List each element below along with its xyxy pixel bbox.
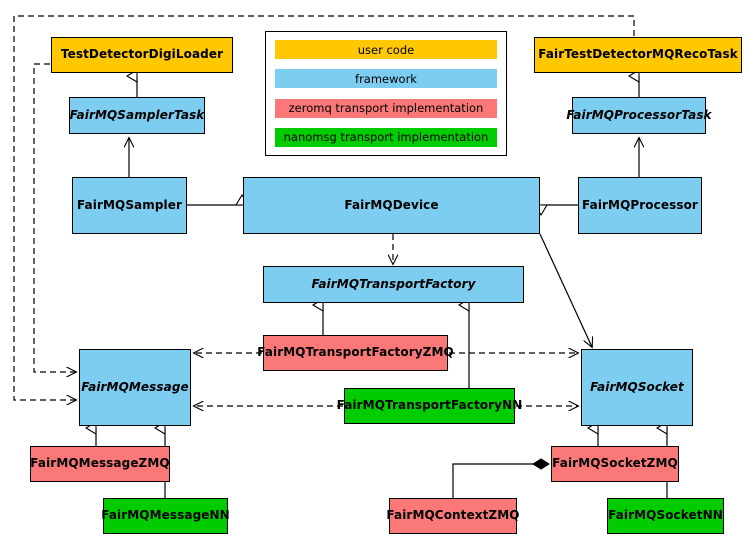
legend-label: zeromq transport implementation (288, 101, 484, 116)
legend: user code framework zeromq transport imp… (265, 31, 507, 156)
node-fairmqtransportfactorynn[interactable]: FairMQTransportFactoryNN (337, 388, 522, 424)
node-fairmqcontextzmq[interactable]: FairMQContextZMQ (386, 498, 520, 534)
legend-item-nanomsg: nanomsg transport implementation (275, 127, 497, 147)
node-fairmqsamplertask[interactable]: FairMQSamplerTask (69, 97, 205, 134)
node-fairtestdetectormqrecotask[interactable]: FairTestDetectorMQRecoTask (534, 37, 742, 73)
legend-label: nanomsg transport implementation (283, 130, 489, 145)
edge-contextzmq-socketzmq (452, 458, 550, 498)
node-label: FairMQTransportFactory (311, 276, 476, 291)
node-fairmqmessage[interactable]: FairMQMessage (79, 349, 191, 426)
node-fairmqtransportfactoryzmq[interactable]: FairMQTransportFactoryZMQ (257, 335, 454, 371)
node-testdetectordigiloader[interactable]: TestDetectorDigiLoader (51, 37, 233, 73)
legend-item-zeromq: zeromq transport implementation (275, 98, 497, 118)
node-label: TestDetectorDigiLoader (60, 47, 224, 62)
edge-device-socket (539, 233, 592, 347)
node-label: FairMQSocketNN (608, 508, 723, 523)
legend-item-user-code: user code (275, 40, 497, 59)
node-label: FairMQProcessorTask (566, 107, 712, 122)
node-label: FairMQSocketZMQ (552, 456, 678, 471)
legend-label: user code (357, 42, 415, 57)
legend-item-framework: framework (275, 69, 497, 89)
node-label: FairMQSampler (76, 197, 183, 212)
node-fairmqtransportfactory[interactable]: FairMQTransportFactory (263, 266, 524, 303)
node-fairmqprocessor[interactable]: FairMQProcessor (578, 177, 702, 234)
node-fairmqsampler[interactable]: FairMQSampler (72, 177, 187, 234)
node-label: FairMQDevice (344, 197, 439, 212)
node-label: FairMQMessageZMQ (30, 456, 170, 471)
node-label: FairMQMessageNN (101, 508, 230, 523)
node-fairmqmessagezmq[interactable]: FairMQMessageZMQ (30, 446, 170, 482)
node-label: FairMQProcessor (582, 197, 698, 212)
node-label: FairMQTransportFactoryNN (336, 398, 523, 413)
node-fairmqdevice[interactable]: FairMQDevice (243, 177, 540, 234)
node-label: FairMQContextZMQ (386, 508, 520, 523)
node-label: FairMQTransportFactoryZMQ (257, 345, 454, 360)
node-fairmqprocessortask[interactable]: FairMQProcessorTask (566, 97, 712, 134)
node-fairmqmessagenn[interactable]: FairMQMessageNN (101, 498, 230, 534)
node-label: FairMQSamplerTask (69, 107, 205, 122)
node-label: FairMQMessage (81, 379, 189, 394)
node-label: FairMQSocket (590, 379, 684, 394)
node-fairmqsocket[interactable]: FairMQSocket (581, 349, 693, 426)
node-fairmqsocketnn[interactable]: FairMQSocketNN (607, 498, 724, 534)
node-label: FairTestDetectorMQRecoTask (538, 47, 738, 62)
legend-label: framework (355, 71, 417, 86)
node-fairmqsocketzmq[interactable]: FairMQSocketZMQ (551, 446, 679, 482)
